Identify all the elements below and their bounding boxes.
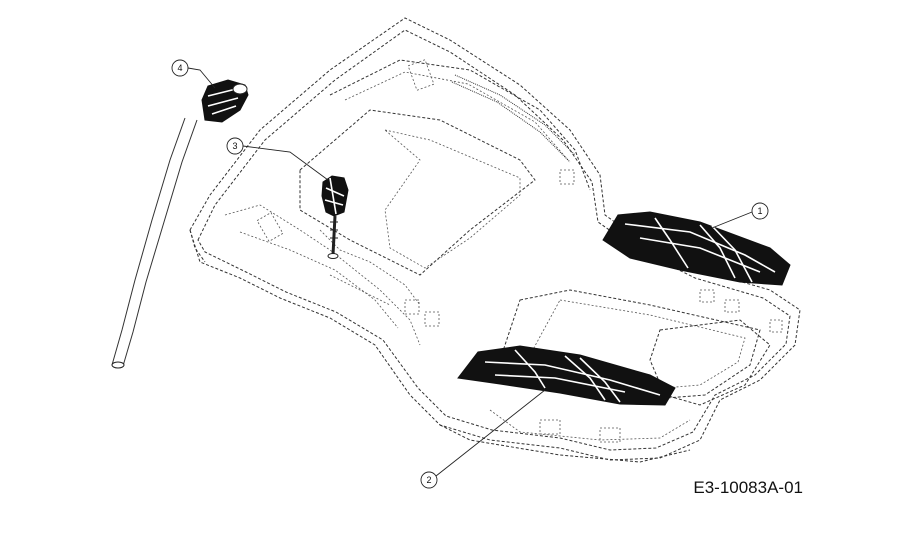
drawing-code: E3-10083A-01 xyxy=(693,478,803,497)
handle-rod-with-grip xyxy=(111,79,249,369)
callout-3: 3 xyxy=(226,137,329,181)
footrest-mat-right xyxy=(602,211,791,286)
callout-1-label: 1 xyxy=(757,206,762,216)
callout-3-label: 3 xyxy=(232,141,237,151)
callout-4: 4 xyxy=(171,59,216,89)
footrest-mat-left xyxy=(457,345,676,406)
callout-2: 2 xyxy=(420,389,546,489)
callout-4-label: 4 xyxy=(177,63,182,73)
callout-2-label: 2 xyxy=(426,475,431,485)
lever-knob xyxy=(321,175,349,259)
chassis-body xyxy=(189,17,801,463)
callout-1: 1 xyxy=(711,202,769,229)
